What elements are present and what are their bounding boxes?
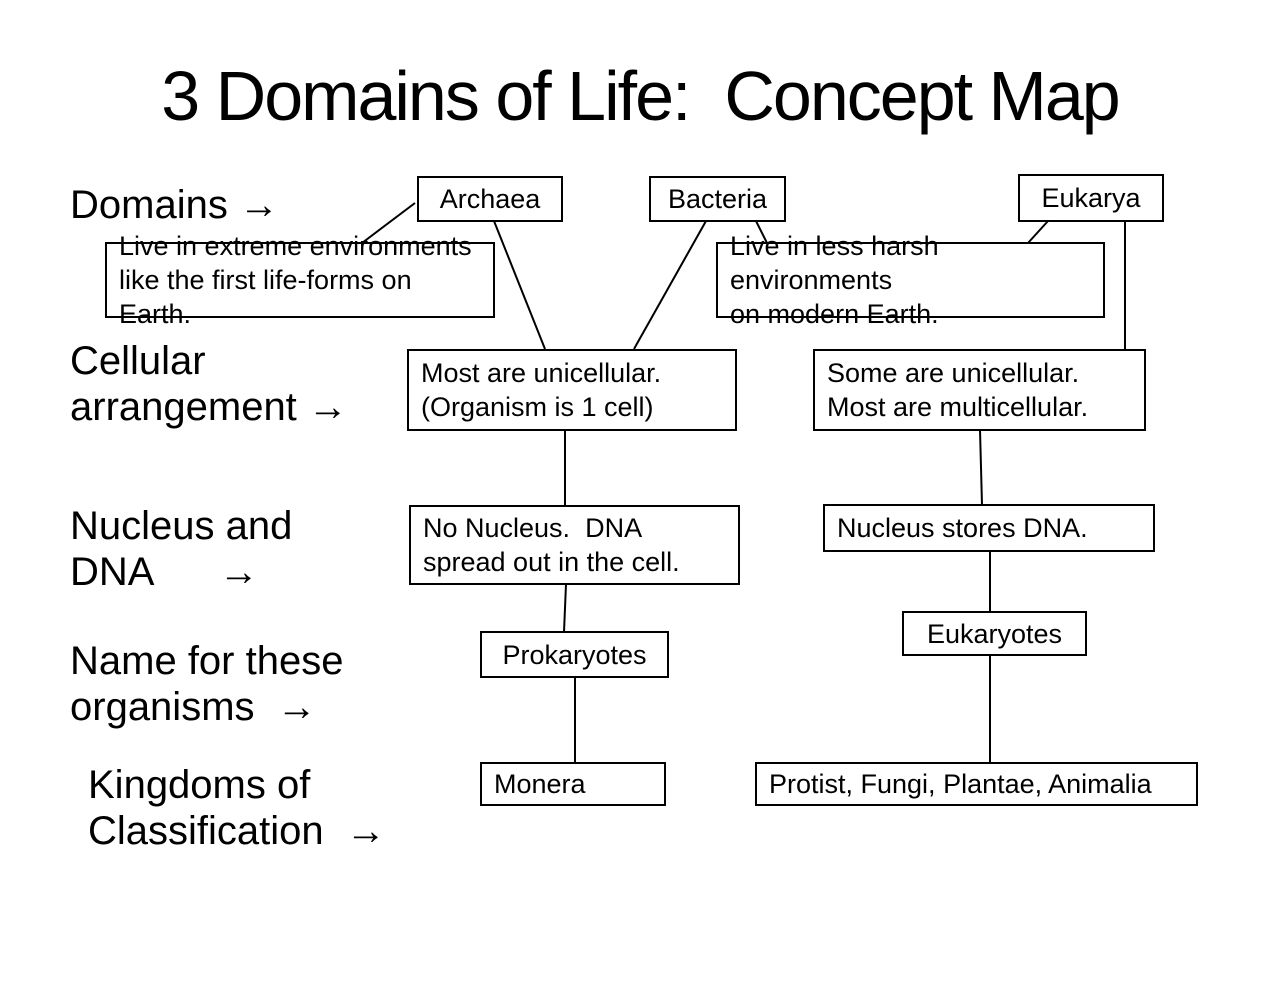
box-eukarya: Eukarya (1018, 174, 1164, 222)
row-label-organism-names: Name for these organisms → (70, 639, 344, 729)
box-no-nucleus: No Nucleus. DNA spread out in the cell. (409, 505, 740, 585)
box-less-harsh-environment: Live in less harsh environments on moder… (716, 231, 1105, 329)
box-most-unicellular: Most are unicellular. (Organism is 1 cel… (407, 349, 737, 431)
row-label-cellular-arrangement: Cellular arrangement → (70, 339, 348, 429)
box-some-unicellular: Some are unicellular. Most are multicell… (813, 349, 1146, 431)
connector-bacteria-to-most-unicellular (633, 220, 707, 350)
box-prokaryotes: Prokaryotes (480, 631, 669, 678)
connector-bacteria-to-less-harsh-env (755, 220, 768, 244)
row-label-kingdoms: Kingdoms of Classification → (88, 763, 386, 853)
box-protist-kingdoms: Protist, Fungi, Plantae, Animalia (755, 762, 1198, 806)
connector-archaea-to-extreme-env (361, 202, 416, 244)
connector-eukarya-to-less-harsh-env (1027, 220, 1049, 244)
box-eukaryotes: Eukaryotes (902, 611, 1087, 656)
connector-no-nucleus-to-prokaryotes (563, 583, 567, 633)
box-extreme-environment: Live in extreme environments like the fi… (105, 231, 495, 329)
connector-some-unicellular-to-nucleus-stores (979, 429, 983, 506)
box-nucleus-stores: Nucleus stores DNA. (823, 504, 1155, 552)
row-label-domains: Domains → (70, 183, 279, 227)
box-bacteria: Bacteria (649, 176, 786, 222)
slide-title: 3 Domains of Life: Concept Map (161, 57, 1120, 135)
row-label-nucleus-and-dna: Nucleus and DNA → (70, 504, 293, 594)
connector-archaea-to-most-unicellular (493, 220, 546, 350)
box-archaea: Archaea (417, 176, 563, 222)
box-monera: Monera (480, 762, 666, 806)
